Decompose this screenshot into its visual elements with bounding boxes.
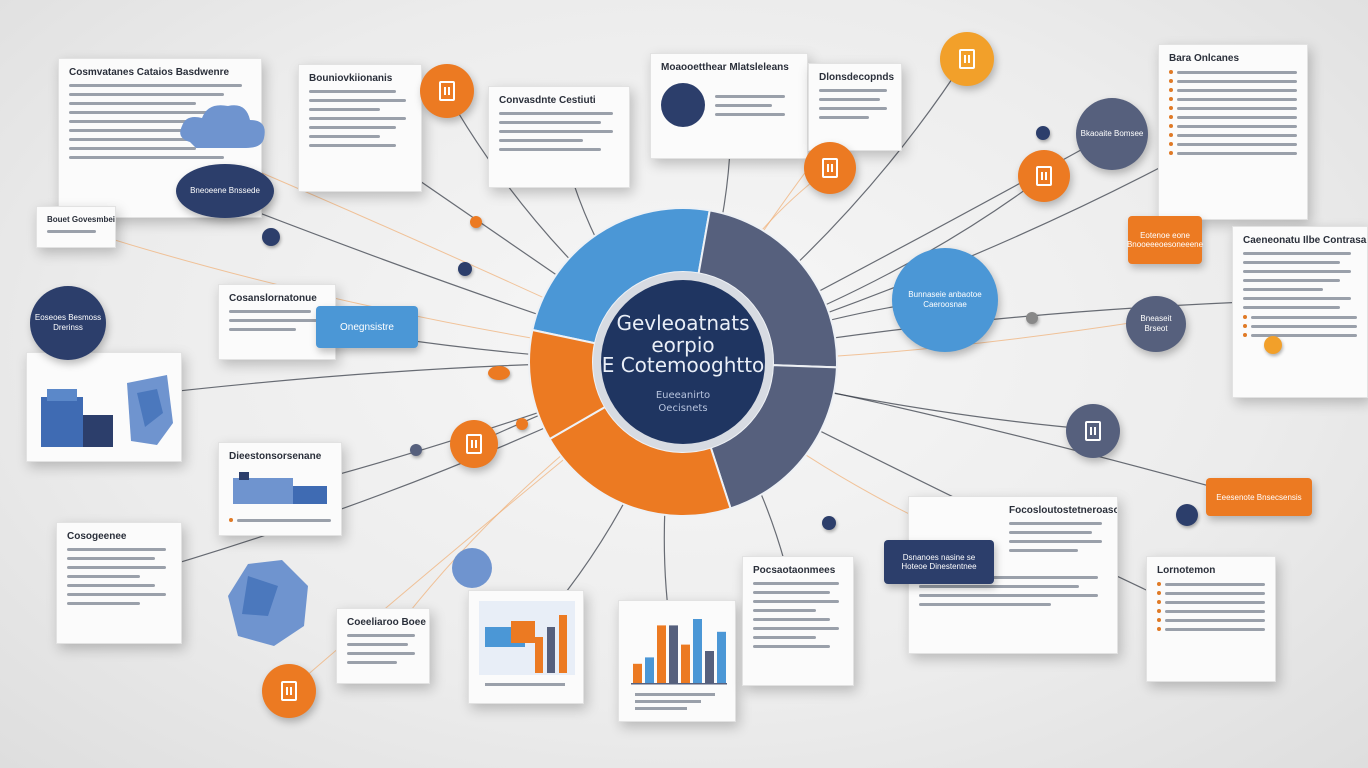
tag-orange-right[interactable]: Eotenoe eone Bnooeeeoesoneeene (1127, 216, 1203, 264)
bar (645, 657, 654, 683)
bar (657, 625, 666, 683)
chart-card-stacked[interactable] (468, 590, 584, 704)
tag-orange-lower-right[interactable]: Eeesenote Bnsecsensis (1206, 478, 1312, 516)
page-icon[interactable] (1066, 404, 1120, 458)
info-card-cosogeenee[interactable]: Cosogeenee (56, 522, 182, 644)
info-card-cosanslor[interactable]: Cosanslornatonue (218, 284, 336, 360)
bar (633, 663, 642, 683)
file-icon[interactable] (450, 420, 498, 468)
card-title: Caeneonatu Ilbe Contrasa (1243, 235, 1367, 246)
connector-line (119, 361, 684, 581)
building-illustration (41, 375, 173, 447)
card-title: Dlonsdecopnds (819, 72, 895, 83)
bar-baseline (631, 683, 727, 685)
card-title: Moaooetthear Mlatsleleans (661, 62, 789, 73)
card-title: Focosloutostetneroaso (1009, 505, 1118, 516)
archive-icon[interactable] (804, 142, 856, 194)
tag-navy-lower[interactable]: Dsnanoes nasine se Hoteoe Dinestentnee (884, 540, 994, 584)
report-icon[interactable] (262, 664, 316, 718)
illustration-card-left[interactable] (26, 352, 182, 462)
pin-marker (458, 262, 472, 276)
hub-title-line-1: Gevleoatnats (616, 311, 750, 335)
connector-line (99, 361, 684, 401)
bar (669, 625, 678, 683)
globe-icon (452, 548, 492, 588)
info-card-coeeliaroo[interactable]: Coeeliaroo Boee (336, 608, 430, 684)
card-title: Bouniovkiionanis (309, 73, 393, 84)
info-card-moaooetthear[interactable]: Moaooetthear Mlatsleleans (650, 53, 808, 159)
pin-marker (516, 418, 528, 430)
hub-subtitle-line-1: Eueeanirto (655, 390, 711, 401)
card-title: Convasdnte Cestiuti (499, 95, 596, 106)
info-card-small-label[interactable]: Bouet Govesmbeisins (36, 206, 116, 248)
hub-title-line-2: eorpio (651, 333, 715, 357)
bubble-navy-left[interactable]: Eoseoes Besmoss Drerinss (30, 286, 106, 360)
chart-card-bars[interactable] (618, 600, 736, 722)
stacked-chart-illustration (479, 601, 575, 686)
pin-marker (470, 216, 482, 228)
bubble-blue-right[interactable]: Bunnaseie anbaotoe Caeroosnae (892, 248, 998, 352)
info-card-bouniovki[interactable]: Bouniovkiionanis (298, 64, 422, 192)
bar (705, 651, 714, 683)
document-icon[interactable] (420, 64, 474, 118)
card-title: Cosogeenee (67, 531, 127, 542)
pin-marker (822, 516, 836, 530)
hub-subtitle-line-2: Oecisnets (658, 403, 708, 414)
crumpled-paper-icon (228, 560, 308, 646)
pin-marker (410, 444, 422, 456)
factory-illustration (233, 472, 327, 504)
card-title: Pocsaotaonmees (753, 565, 836, 576)
pin-marker (262, 228, 280, 246)
info-card-bara-onlcanes[interactable]: Bara Onlcanes (1158, 44, 1308, 220)
card-title: Bouet Govesmbeisins (47, 215, 116, 224)
folder-icon[interactable] (1018, 150, 1070, 202)
pin-marker (1176, 504, 1198, 526)
card-title: Coeeliaroo Boee (347, 617, 426, 628)
pin-marker (1036, 126, 1050, 140)
bar (681, 644, 690, 683)
cloud-icon (180, 105, 265, 148)
caption-line (635, 707, 687, 710)
card-title: Dieestonsorsenane (229, 451, 322, 462)
card-title: Bara Onlcanes (1169, 53, 1240, 64)
info-card-lornotemon[interactable]: Lornotemon (1146, 556, 1276, 682)
card-title: Lornotemon (1157, 565, 1216, 576)
bubble-navy-upper-left[interactable]: Bneoeene Bnssede (176, 164, 274, 218)
pin-marker (1264, 336, 1282, 354)
info-card-dlonsdecopnds[interactable]: Dlonsdecopnds (808, 63, 902, 151)
bar (693, 619, 702, 683)
clipboard-icon[interactable] (940, 32, 994, 86)
bar-chart (631, 619, 727, 710)
caption-line (635, 700, 701, 703)
bar (717, 631, 726, 683)
info-card-right-edge[interactable]: Caeneonatu Ilbe Contrasa (1232, 226, 1368, 398)
bubble-slate-top-right[interactable]: Bkaoaite Bomsee (1076, 98, 1148, 170)
pin-marker (488, 366, 510, 380)
card-title: Cosmvatanes Cataios Basdwenre (69, 67, 230, 78)
info-card-convasdnte[interactable]: Convasdnte Cestiuti (488, 86, 630, 188)
caption-line (635, 693, 715, 696)
pin-marker (1026, 312, 1038, 324)
hub-title-line-3: E Cotemooghtto (601, 353, 765, 377)
bubble-slate-right[interactable]: Bneaseit Brseot (1126, 296, 1186, 352)
info-card-dieestons[interactable]: Dieestonsorsenane (218, 442, 342, 536)
info-card-pocsaot[interactable]: Pocsaotaonmees (742, 556, 854, 686)
card-title: Cosanslornatonue (229, 293, 317, 304)
tag-onegnsistre[interactable]: Onegnsistre (316, 306, 418, 348)
